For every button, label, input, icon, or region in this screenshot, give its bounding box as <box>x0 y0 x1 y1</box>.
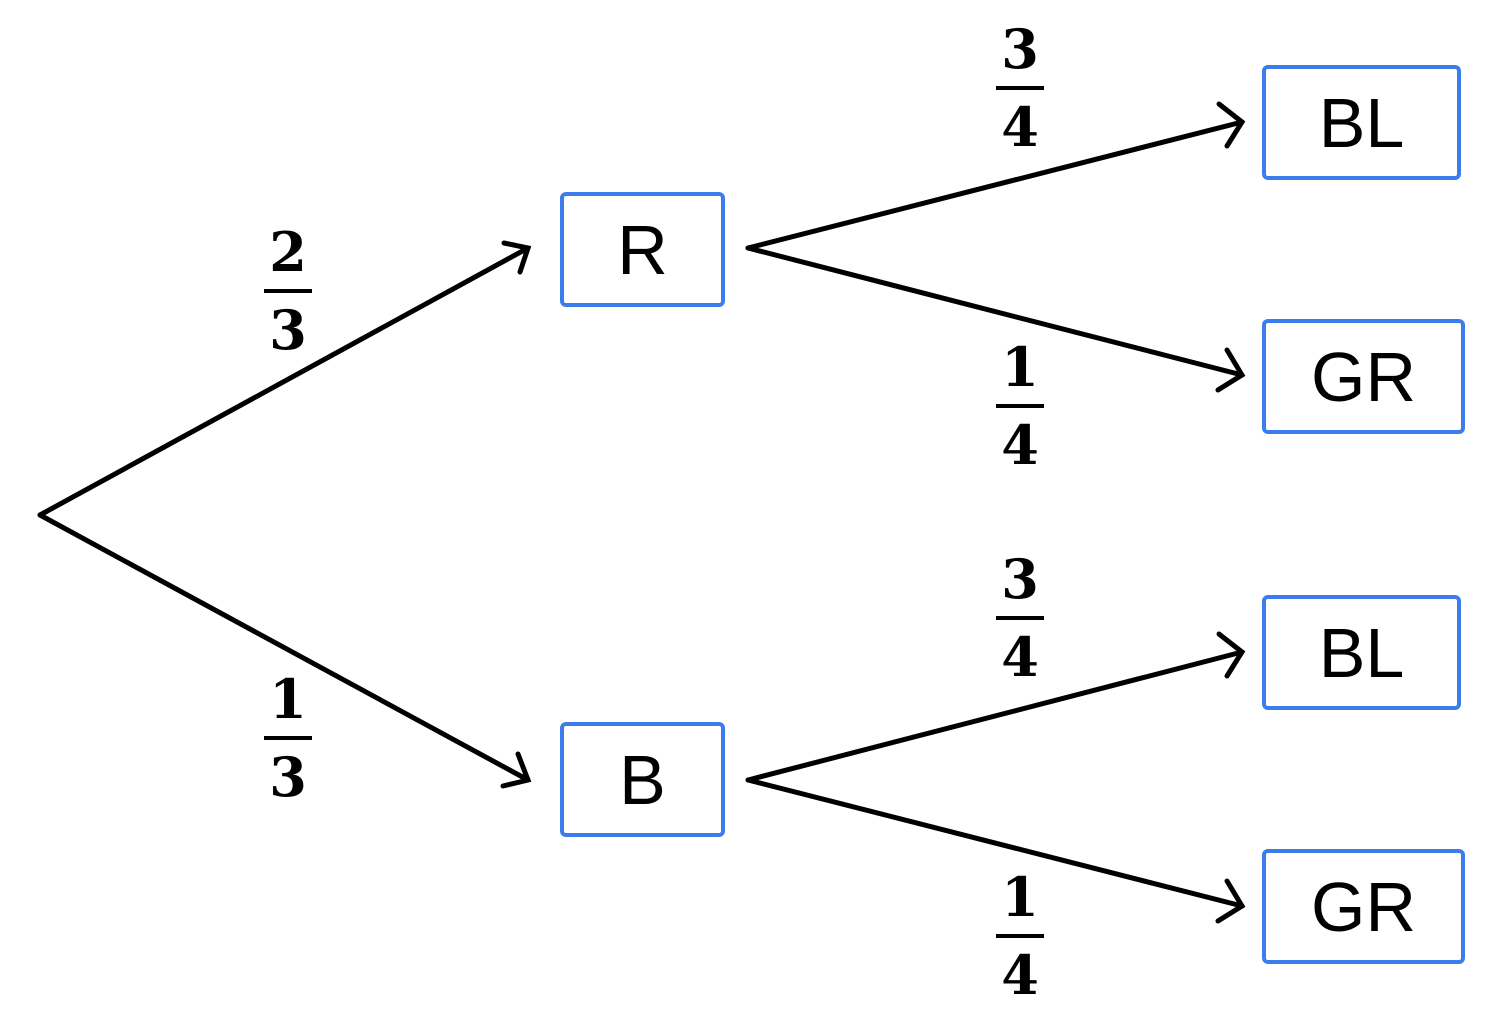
arrowhead-b-bl <box>1216 631 1246 679</box>
node-b-bl: BL <box>1262 595 1461 710</box>
prob-b-gr: 1 4 <box>990 870 1050 1002</box>
fraction-bar <box>996 934 1044 938</box>
prob-denominator: 4 <box>1001 943 1039 1007</box>
fraction-bar <box>264 736 312 740</box>
prob-numerator: 1 <box>269 667 307 731</box>
prob-denominator: 4 <box>1001 413 1039 477</box>
prob-numerator: 1 <box>1001 865 1039 929</box>
prob-numerator: 3 <box>1001 17 1039 81</box>
arrowhead-root-b <box>500 751 532 789</box>
edge-b-gr <box>745 777 1245 909</box>
edge-r-gr <box>745 245 1245 378</box>
edge-r-bl <box>745 119 1245 251</box>
node-r: R <box>560 192 725 307</box>
arrowhead-r-gr <box>1215 347 1246 393</box>
prob-b-bl: 3 4 <box>990 552 1050 684</box>
arrowhead-root-r <box>501 240 532 275</box>
prob-root-b: 1 3 <box>258 672 318 804</box>
fraction-bar <box>996 86 1044 90</box>
node-b-gr: GR <box>1262 849 1465 964</box>
node-b: B <box>560 722 725 837</box>
prob-numerator: 1 <box>1001 335 1039 399</box>
arrowhead-r-bl <box>1216 101 1246 149</box>
fraction-bar <box>264 289 312 293</box>
prob-numerator: 3 <box>1001 547 1039 611</box>
edge-root-b <box>37 512 531 783</box>
prob-denominator: 3 <box>269 298 307 362</box>
arrowhead-b-gr <box>1215 878 1246 924</box>
prob-denominator: 4 <box>1001 625 1039 689</box>
edge-b-bl <box>745 649 1245 783</box>
prob-r-bl: 3 4 <box>990 22 1050 154</box>
edge-root-r <box>37 245 531 518</box>
prob-denominator: 3 <box>269 745 307 809</box>
prob-numerator: 2 <box>269 220 307 284</box>
fraction-bar <box>996 404 1044 408</box>
node-r-bl: BL <box>1262 65 1461 180</box>
prob-r-gr: 1 4 <box>990 340 1050 472</box>
node-r-gr: GR <box>1262 319 1465 434</box>
fraction-bar <box>996 616 1044 620</box>
prob-denominator: 4 <box>1001 95 1039 159</box>
prob-root-r: 2 3 <box>258 225 318 357</box>
